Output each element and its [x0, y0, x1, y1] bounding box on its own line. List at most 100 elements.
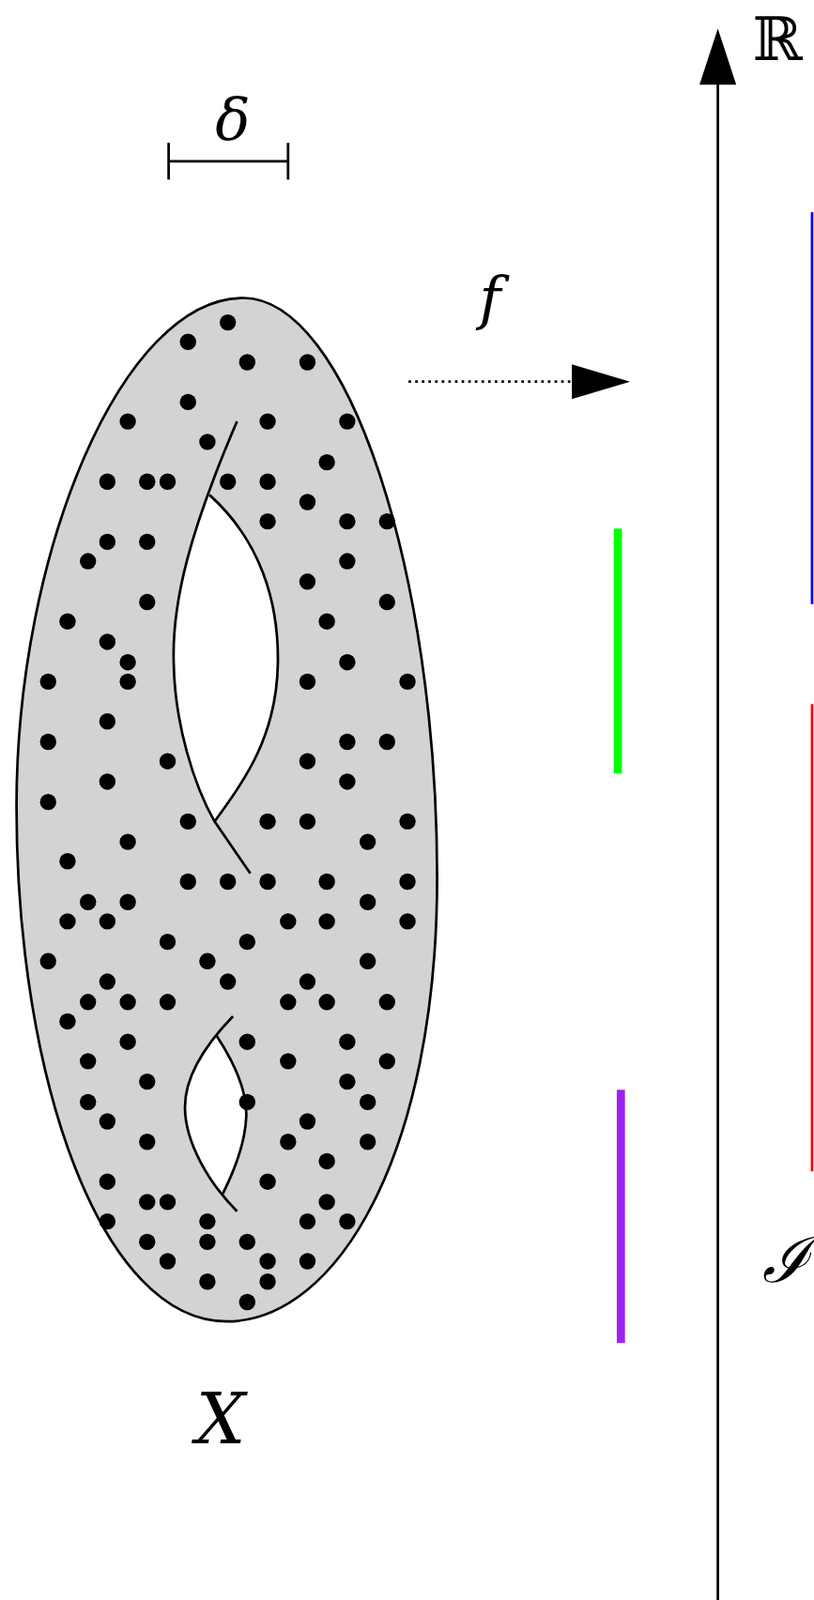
sample-point — [279, 1134, 296, 1151]
sample-point — [159, 934, 176, 951]
sample-point — [359, 1094, 376, 1111]
sample-point — [379, 513, 396, 530]
sample-point — [138, 1234, 155, 1251]
sample-point — [379, 594, 396, 611]
sample-point — [259, 814, 276, 830]
sample-point — [338, 734, 355, 751]
red-interval — [811, 704, 814, 1172]
sample-point — [318, 994, 335, 1011]
sample-point — [99, 474, 116, 491]
sample-point — [299, 1253, 316, 1270]
sample-point — [119, 894, 136, 911]
sample-point — [318, 1153, 335, 1170]
sample-point — [180, 874, 197, 891]
sample-point — [99, 1173, 116, 1190]
sample-point — [299, 573, 316, 590]
lower-hole — [184, 1036, 246, 1196]
sample-points — [40, 314, 416, 1311]
sample-point — [199, 1234, 216, 1251]
axis-line — [716, 79, 720, 1600]
delta-label: δ — [215, 91, 250, 150]
sample-point — [79, 1094, 96, 1111]
sample-point — [299, 493, 316, 510]
sample-point — [138, 1194, 155, 1211]
sample-point — [40, 953, 57, 970]
sample-point — [79, 894, 96, 911]
sample-point — [299, 973, 316, 990]
sample-point — [399, 814, 415, 830]
sample-point — [239, 1034, 256, 1051]
genus-two-surface — [16, 298, 438, 1323]
sample-point — [379, 1053, 396, 1070]
sample-point — [99, 773, 116, 790]
sample-point — [119, 994, 136, 1011]
purple-interval — [616, 1090, 626, 1344]
sample-point — [299, 814, 316, 830]
sample-point — [219, 973, 236, 990]
sample-point — [239, 1234, 256, 1251]
upper-hole — [173, 494, 278, 822]
sample-point — [199, 1274, 216, 1291]
sample-point — [159, 474, 176, 491]
sample-point — [199, 1213, 216, 1230]
sample-point — [399, 674, 415, 691]
sample-point — [318, 454, 335, 471]
sample-point — [359, 833, 376, 850]
sample-point — [99, 534, 116, 551]
map-arrow-line — [408, 380, 574, 384]
sample-point — [219, 474, 236, 491]
sample-point — [299, 674, 316, 691]
sample-point — [138, 1074, 155, 1091]
sample-point — [199, 433, 216, 450]
sample-point — [159, 1194, 176, 1211]
sample-point — [180, 394, 197, 411]
sample-point — [99, 713, 116, 730]
sample-point — [79, 1053, 96, 1070]
sample-point — [59, 614, 76, 630]
sample-point — [259, 413, 276, 430]
sample-point — [359, 894, 376, 911]
lower-hole-curve — [216, 1036, 247, 1196]
sample-point — [159, 752, 176, 769]
real-line-label: ℝ — [752, 9, 802, 70]
upper-hole-curve — [209, 494, 278, 874]
space-label: X — [196, 1384, 246, 1455]
sample-point — [299, 1113, 316, 1130]
sample-point — [318, 1194, 335, 1211]
sample-point — [159, 994, 176, 1011]
sample-point — [79, 552, 96, 569]
sample-point — [279, 913, 296, 930]
sample-point — [59, 853, 76, 870]
sample-point — [138, 534, 155, 551]
sample-point — [359, 953, 376, 970]
sample-point — [219, 874, 236, 891]
sample-point — [138, 474, 155, 491]
sample-point — [399, 874, 415, 891]
sample-point — [40, 734, 57, 751]
sample-point — [379, 734, 396, 751]
sample-point — [399, 913, 415, 930]
sample-point — [239, 934, 256, 951]
sample-point — [239, 353, 256, 370]
sample-point — [338, 413, 355, 430]
sample-point — [279, 1053, 296, 1070]
sample-point — [318, 614, 335, 630]
interval-set-label: ℐ — [762, 1228, 811, 1293]
sample-point — [119, 1034, 136, 1051]
sample-point — [259, 1253, 276, 1270]
map-arrowhead — [571, 364, 630, 400]
sample-point — [138, 594, 155, 611]
sample-point — [119, 654, 136, 671]
sample-point — [299, 752, 316, 769]
sample-point — [159, 1253, 176, 1270]
green-interval — [614, 528, 623, 774]
sample-point — [180, 334, 197, 351]
sample-point — [40, 674, 57, 691]
sample-point — [119, 833, 136, 850]
sample-point — [338, 1034, 355, 1051]
sample-point — [59, 1013, 76, 1030]
sample-point — [59, 913, 76, 930]
sample-point — [259, 513, 276, 530]
sample-point — [279, 994, 296, 1011]
